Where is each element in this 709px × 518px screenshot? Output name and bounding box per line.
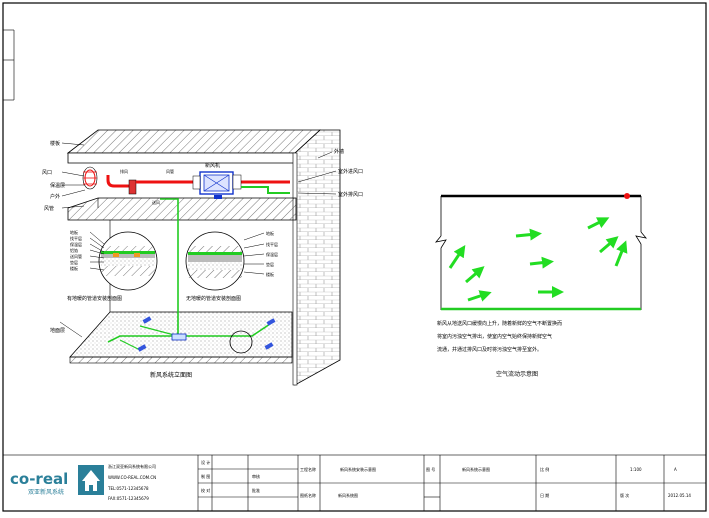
label-vent: 风口 — [42, 170, 52, 176]
svg-text:co-real: co-real — [10, 470, 68, 488]
label-unit: 新风机 — [205, 162, 220, 169]
tb-key: 制 图 — [201, 473, 210, 479]
exhaust-duct — [106, 175, 290, 195]
company-line: WWW.CO-REAL.COM.CN — [108, 475, 156, 480]
label-intake: 室外进风口 — [338, 168, 363, 175]
detail-left-label: 找平层 — [70, 235, 82, 241]
caption-main: 新风系统立面图 — [150, 371, 192, 379]
label-exterior-wall: 外墙 — [334, 148, 344, 155]
tb-key: 校 对 — [201, 487, 210, 493]
tb-val: 新风系统安装示意图 — [340, 466, 376, 472]
airflow-note-1: 新风从地送风口缓慢向上升，随着新鲜的空气不断置换而 — [437, 320, 562, 327]
detail-left-label: 送风管 — [70, 253, 82, 259]
label-duct: 风管 — [44, 205, 54, 212]
title-block — [2, 454, 707, 512]
detail-left-label: 地板 — [70, 229, 78, 235]
supply-duct — [107, 186, 290, 354]
company-line: TEL:0571-12345678 — [107, 486, 149, 491]
caption-detail-left: 有地暖的管道安装剖面图 — [67, 295, 122, 302]
caption-detail-right: 无地暖的管道安装剖面图 — [186, 295, 241, 302]
tb-key: 图 号 — [426, 466, 435, 472]
tb-val: 新风系统图 — [338, 492, 358, 498]
tb-val: 2012.05.14 — [668, 493, 691, 498]
detail-right-label: 找平层 — [266, 241, 278, 247]
label-outlet: 室外排风口 — [338, 191, 363, 198]
exhaust-vent — [624, 193, 630, 199]
building-section — [66, 129, 341, 386]
detail-right-label: 楼板 — [266, 271, 274, 277]
exterior-wall — [294, 129, 341, 386]
label-floor: 地面层 — [50, 327, 65, 334]
detail-left-label: 铝箔 — [70, 247, 78, 253]
tb-key: 版 次 — [620, 492, 629, 498]
airflow-arrows — [448, 217, 628, 302]
detail-left-label: 保温层 — [70, 241, 82, 247]
detail-left-label: 垫层 — [70, 259, 78, 265]
airflow-room — [434, 193, 648, 311]
tb-key: 图纸名称 — [300, 492, 316, 498]
ventilation-unit — [192, 171, 242, 199]
tb-val: 新风系统示意图 — [462, 466, 490, 472]
svg-text:双亚新风系统: 双亚新风系统 — [28, 488, 64, 496]
tb-key: 日 期 — [540, 492, 549, 498]
tb-key: 设 计 — [201, 459, 210, 465]
tb-val: 1:100 — [630, 467, 642, 472]
label-pipe-c: 送风 — [152, 199, 160, 205]
detail-left-label: 楼板 — [70, 265, 78, 271]
detail-right-label: 垫层 — [266, 261, 274, 267]
company-logo: co-real 双亚新风系统 — [10, 465, 104, 496]
label-slab: 楼板 — [50, 140, 60, 147]
label-insulation: 保温层 — [50, 182, 65, 189]
detail-no-floor-heating — [185, 231, 245, 291]
tb-key: 比 例 — [540, 466, 549, 472]
airflow-note-2: 将室内污浊空气排出，使室内空气始终保持新鲜空气 — [437, 333, 552, 340]
caption-airflow: 空气流动示意图 — [496, 370, 538, 378]
tb-key: 工程名称 — [300, 466, 316, 472]
label-outdoor: 户外 — [50, 193, 60, 200]
floor-slab — [67, 197, 297, 221]
tb-val: 批准 — [252, 487, 260, 493]
detail-floor-heating — [98, 231, 158, 291]
label-pipe-b: 排风 — [120, 168, 128, 174]
airflow-note-3: 流通，并通过排风口及时将污浊空气排至室外。 — [437, 346, 542, 353]
detail-right-label: 保温层 — [266, 251, 278, 257]
tb-val: 审核 — [252, 473, 260, 479]
company-name: 浙江双亚新风系统有限公司 — [108, 463, 156, 469]
ceiling-vent — [82, 166, 98, 190]
company-line: FAX:0571-12345679 — [108, 496, 149, 501]
detail-right-label: 地板 — [266, 230, 274, 236]
label-pipe-a: 风管 — [166, 168, 174, 174]
tb-val: A — [674, 467, 677, 472]
